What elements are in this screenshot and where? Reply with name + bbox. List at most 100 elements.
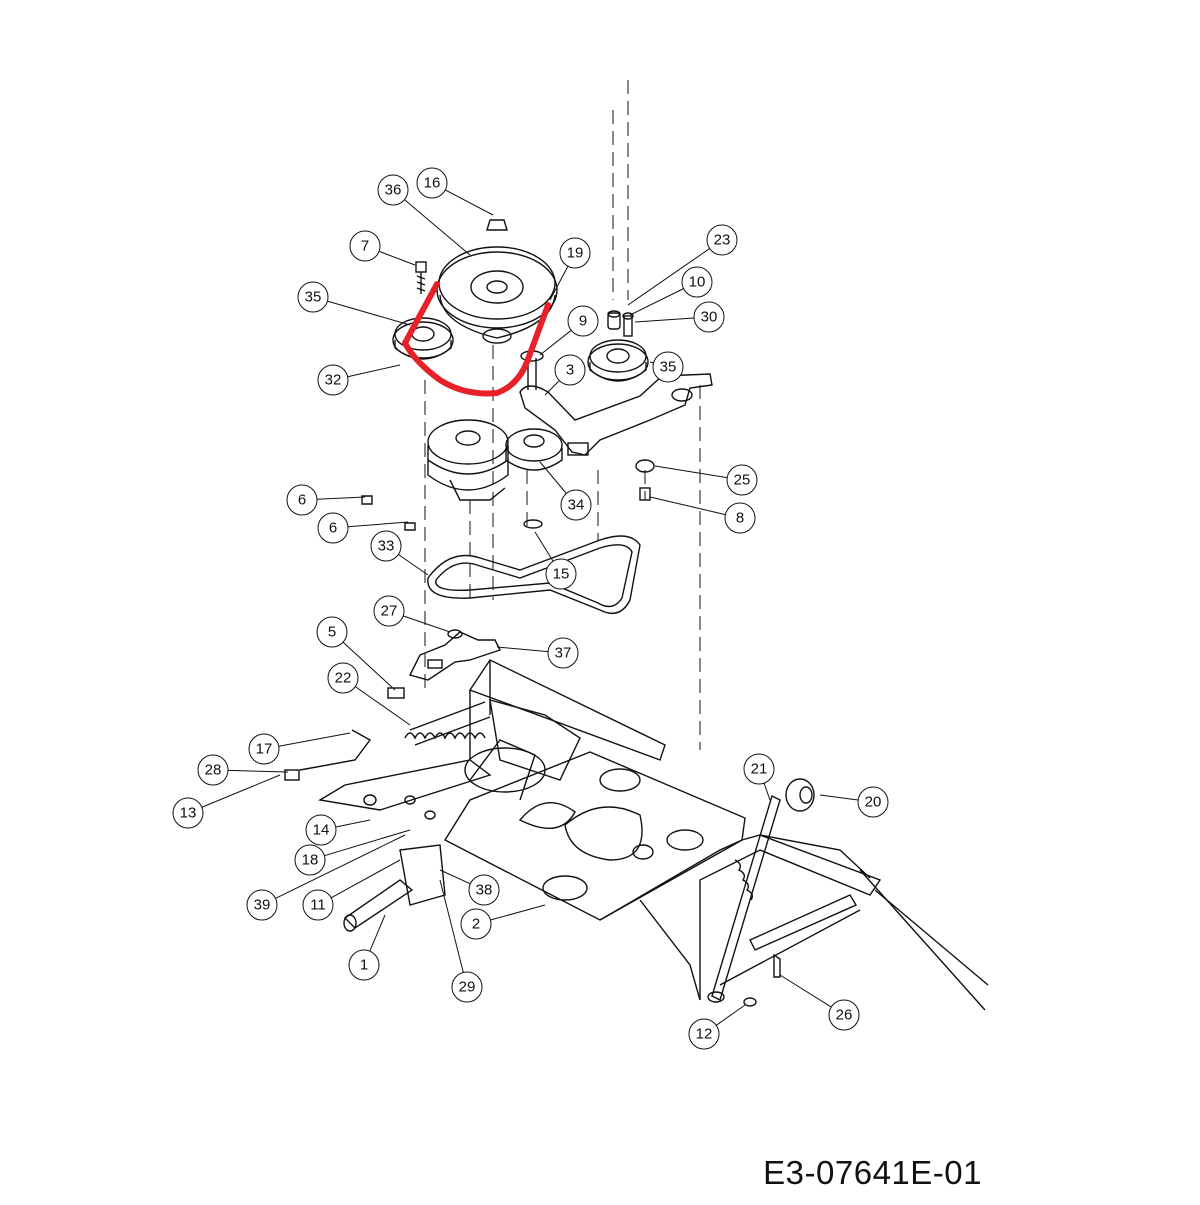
callout-circle xyxy=(828,999,860,1031)
callout-number: 10 xyxy=(689,274,706,291)
clutch-pulley-assembly xyxy=(427,419,509,501)
callout-circle xyxy=(348,949,380,981)
leader-line-7 xyxy=(378,250,416,266)
callout-circle xyxy=(416,167,448,199)
rods-17-28 xyxy=(284,729,372,781)
callout-number: 11 xyxy=(310,897,326,914)
bolts-12-26 xyxy=(743,953,781,1007)
callout-number: 22 xyxy=(335,670,352,687)
leader-line-8 xyxy=(649,496,726,516)
pulley-34 xyxy=(505,428,563,471)
callout-number: 33 xyxy=(378,538,395,555)
idler-pulley-35-left xyxy=(392,317,454,360)
bracket-27-37 xyxy=(408,629,501,681)
callout-circle xyxy=(317,364,349,396)
chassis-frame-2 xyxy=(444,659,989,1011)
leader-line-33 xyxy=(398,554,429,576)
leader-line-21 xyxy=(763,782,771,801)
leader-line-16 xyxy=(445,189,494,216)
callout-18: 18 xyxy=(294,844,326,876)
callout-circle xyxy=(560,489,592,521)
callout-11: 11 xyxy=(302,889,334,921)
callout-circle xyxy=(726,464,758,496)
callout-number: 16 xyxy=(424,175,441,192)
callout-number: 38 xyxy=(476,882,493,899)
callout-circle xyxy=(246,889,278,921)
callout-circle xyxy=(460,908,492,940)
callout-39: 39 xyxy=(246,889,278,921)
callout-circle xyxy=(373,595,405,627)
callout-number: 36 xyxy=(385,182,402,199)
callout-7: 7 xyxy=(349,230,381,262)
transaxle-1 xyxy=(318,759,492,932)
leader-line-23 xyxy=(627,248,710,306)
document-code: E3-07641E-01 xyxy=(763,1154,982,1191)
callout-number: 8 xyxy=(736,510,744,527)
callout-35: 35 xyxy=(297,281,329,313)
callout-circle xyxy=(317,512,349,544)
callout-number: 3 xyxy=(566,362,574,379)
callout-number: 21 xyxy=(751,761,768,778)
callout-3: 3 xyxy=(554,354,586,386)
callout-circle xyxy=(294,844,326,876)
callout-6: 6 xyxy=(317,512,349,544)
callout-circle xyxy=(297,281,329,313)
callout-36: 36 xyxy=(377,174,409,206)
callout-number: 14 xyxy=(313,822,330,839)
leader-line-14 xyxy=(335,819,371,828)
callout-9: 9 xyxy=(567,305,599,337)
callout-circle xyxy=(316,616,348,648)
leader-line-13 xyxy=(201,774,281,808)
callout-number: 19 xyxy=(567,245,584,262)
callout-32: 32 xyxy=(317,364,349,396)
callout-30: 30 xyxy=(693,301,725,333)
callout-number: 15 xyxy=(553,566,570,583)
alignment-axes xyxy=(424,80,701,750)
small-hardware xyxy=(361,459,655,531)
leader-line-27 xyxy=(403,615,451,633)
callout-number: 20 xyxy=(865,794,882,811)
leader-line-26 xyxy=(779,974,832,1008)
callout-number: 25 xyxy=(734,472,751,489)
idler-pulley-35-right xyxy=(587,339,649,382)
callout-number: 29 xyxy=(459,979,476,996)
callout-number: 32 xyxy=(325,372,342,389)
leader-line-28 xyxy=(227,769,289,773)
callout-37: 37 xyxy=(547,637,579,669)
callout-10: 10 xyxy=(681,266,713,298)
callout-number: 23 xyxy=(714,232,731,249)
callout-34: 34 xyxy=(560,489,592,521)
leader-line-2 xyxy=(490,904,546,921)
callout-number: 6 xyxy=(329,520,337,537)
callout-22: 22 xyxy=(327,662,359,694)
callout-number: 26 xyxy=(836,1007,853,1024)
callout-27: 27 xyxy=(373,595,405,627)
callout-26: 26 xyxy=(828,999,860,1031)
leader-line-6 xyxy=(347,521,409,528)
spring-22 xyxy=(387,687,491,746)
callout-circle xyxy=(724,502,756,534)
callout-29: 29 xyxy=(451,971,483,1003)
callout-number: 39 xyxy=(254,897,271,914)
callout-8: 8 xyxy=(724,502,756,534)
callout-20: 20 xyxy=(857,786,889,818)
callout-circle xyxy=(248,733,280,765)
callout-25: 25 xyxy=(726,464,758,496)
callout-circle xyxy=(468,874,500,906)
callout-number: 9 xyxy=(579,313,587,330)
callout-28: 28 xyxy=(197,754,229,786)
callout-circle xyxy=(743,753,775,785)
callout-circle xyxy=(305,814,337,846)
leader-line-6 xyxy=(316,496,366,500)
callout-number: 34 xyxy=(568,497,585,514)
callout-number: 35 xyxy=(660,359,677,376)
leader-line-5 xyxy=(342,641,396,691)
callout-17: 17 xyxy=(248,733,280,765)
lever-21-knob-20 xyxy=(707,778,815,1003)
callout-number: 2 xyxy=(472,916,480,933)
callout-circle xyxy=(545,558,577,590)
callout-number: 35 xyxy=(305,289,322,306)
callout-number: 5 xyxy=(328,624,336,641)
